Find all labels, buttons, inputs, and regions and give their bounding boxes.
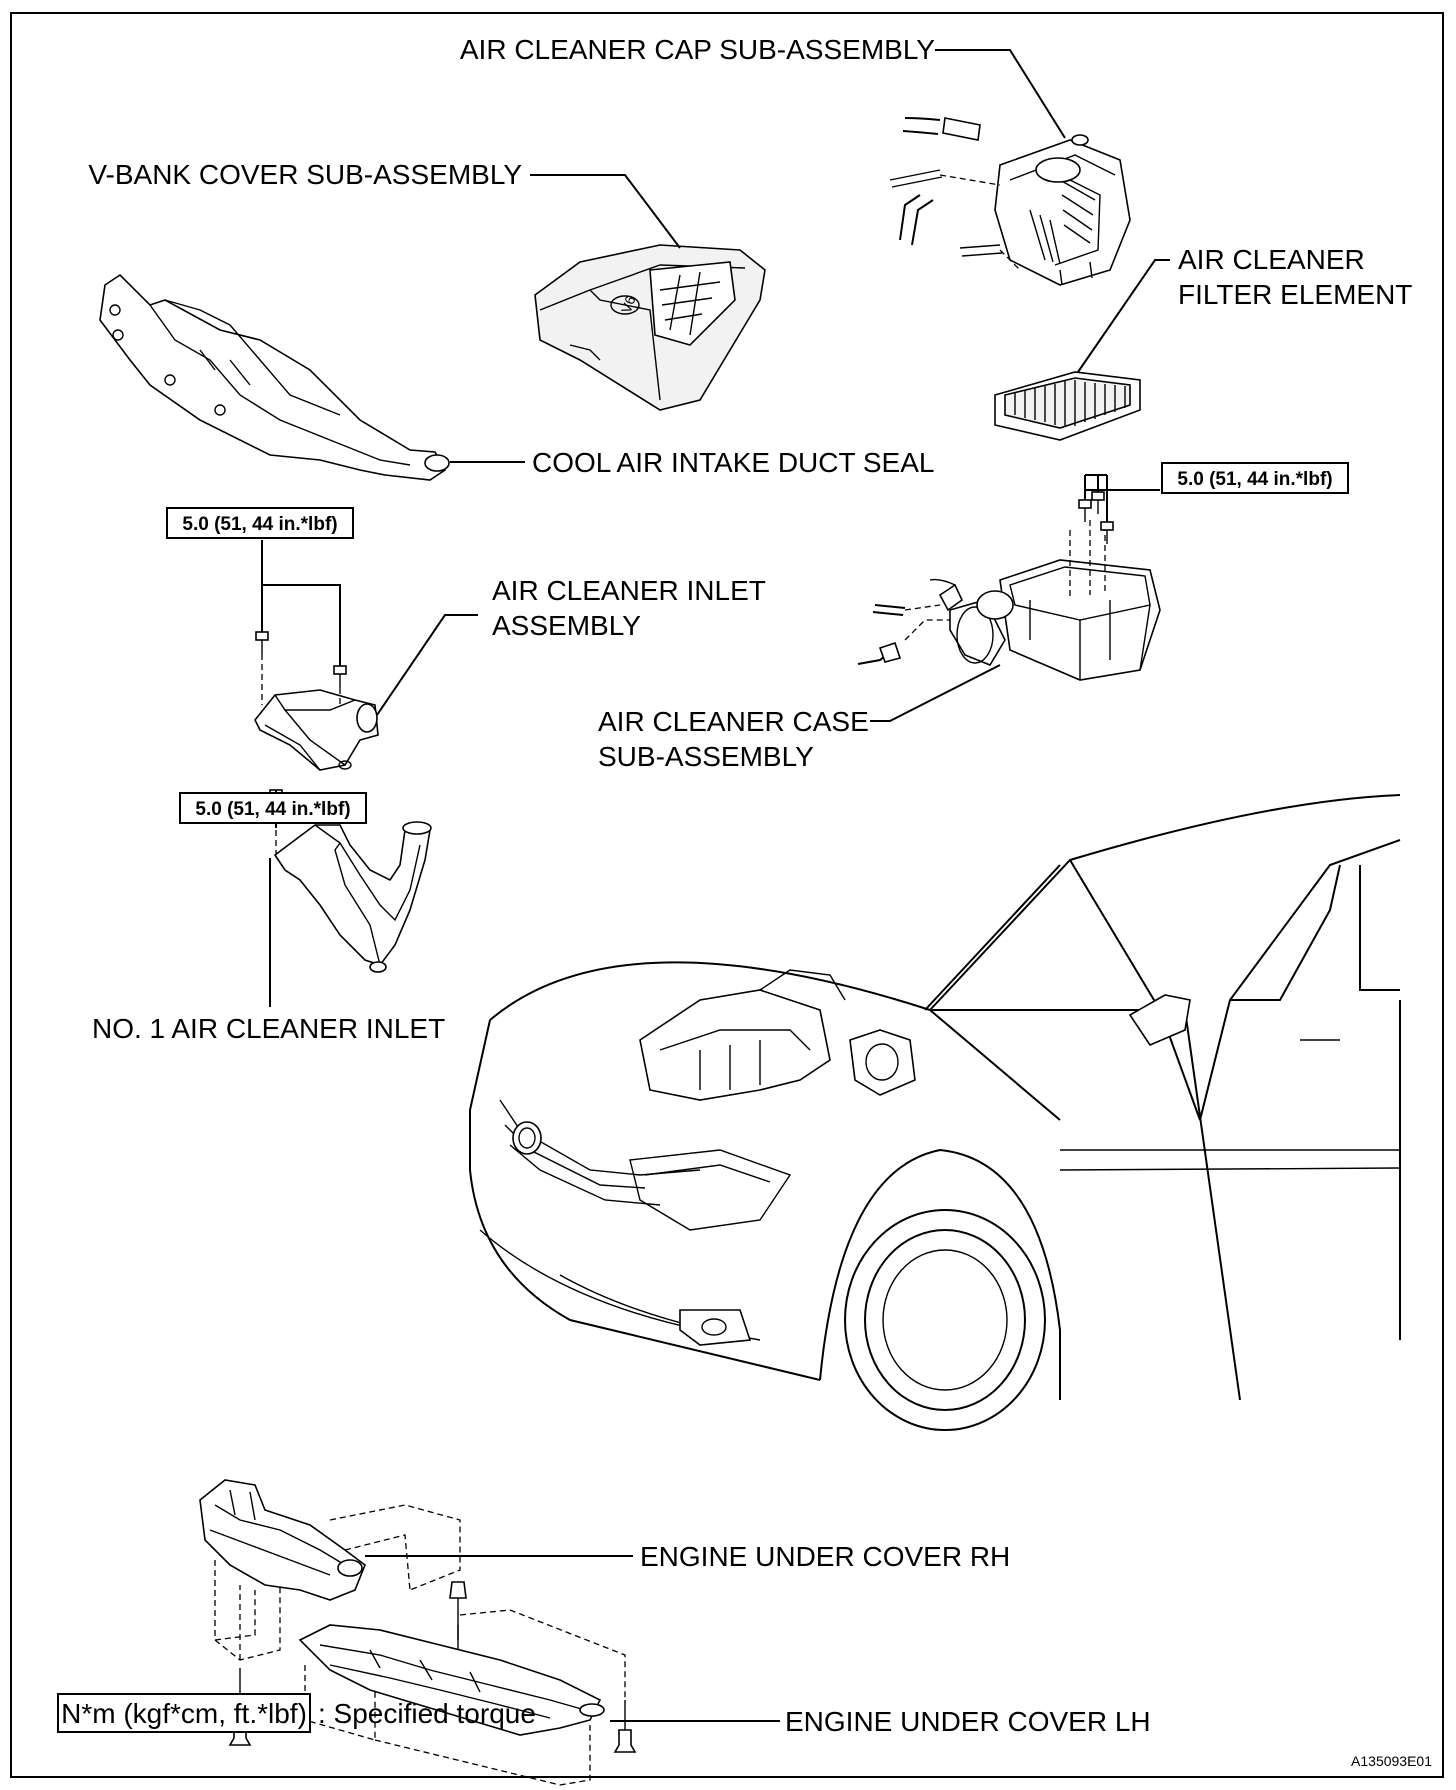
label-engine-under-cover-rh: ENGINE UNDER COVER RH [640,1541,1010,1572]
legend-description: : Specified torque [318,1698,536,1729]
torque-box-no1-inlet: 5.0 (51, 44 in.*lbf) [179,792,367,824]
label-inlet-assembly-line2: ASSEMBLY [492,610,641,641]
label-case-sub-line2: SUB-ASSEMBLY [598,741,814,772]
air-cleaner-inlet-assembly-drawing [254,578,379,771]
label-inlet-assembly-line1: AIR CLEANER INLET [492,575,766,606]
torque-value-2: 5.0 (51, 44 in.*lbf) [1177,469,1332,490]
torque-value-1: 5.0 (51, 44 in.*lbf) [182,514,337,535]
torque-box-case: 5.0 (51, 44 in.*lbf) [1161,462,1349,494]
no1-air-cleaner-inlet-drawing [269,789,432,973]
air-cleaner-case-drawing [857,520,1161,681]
label-case-sub-line1: AIR CLEANER CASE [598,706,869,737]
label-filter-element-line1: AIR CLEANER [1178,244,1365,275]
v6-badge: V6 [618,293,639,315]
label-engine-under-cover-lh: ENGINE UNDER COVER LH [785,1706,1151,1737]
label-cool-air-intake-duct-seal: COOL AIR INTAKE DUCT SEAL [532,447,934,478]
label-filter-element-line2: FILTER ELEMENT [1178,279,1412,310]
label-v-bank-cover: V-BANK COVER SUB-ASSEMBLY [88,159,522,190]
label-no1-air-cleaner-inlet: NO. 1 AIR CLEANER INLET [92,1013,445,1044]
v-bank-cover-drawing: V6 [534,244,766,411]
legend-unit-box: N*m (kgf*cm, ft.*lbf) [61,1698,307,1729]
torque-value-3: 5.0 (51, 44 in.*lbf) [195,799,350,820]
cool-air-intake-duct-seal-drawing [99,273,450,481]
label-air-cleaner-cap: AIR CLEANER CAP SUB-ASSEMBLY [460,34,935,65]
figure-code: A135093E01 [1351,1753,1432,1769]
torque-legend: N*m (kgf*cm, ft.*lbf) : Specified torque [57,1693,536,1733]
torque-box-inlet-assembly: 5.0 (51, 44 in.*lbf) [166,507,354,539]
leader-lines [261,49,1170,1722]
diagram-border [10,12,1444,1778]
engine-under-cover-lh-drawing [298,1609,637,1786]
air-cleaner-filter-element-drawing [994,371,1141,441]
vehicle-drawing [469,794,1401,1431]
air-cleaner-cap-drawing [889,117,1131,286]
